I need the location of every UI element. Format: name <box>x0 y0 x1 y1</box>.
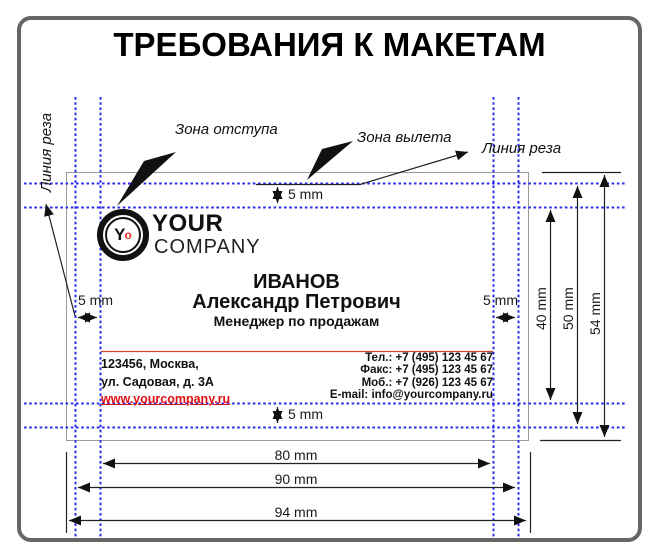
dim-40mm-label: 40 mm <box>533 287 549 330</box>
dim-bottom-5mm-label: 5 mm <box>288 406 323 422</box>
guide-lines <box>24 97 626 538</box>
logo-monogram-y: Y <box>114 225 126 244</box>
contact-mobile: Моб.: +7 (926) 123 45 67 <box>361 376 493 389</box>
page-title: ТРЕБОВАНИЯ К МАКЕТАМ <box>113 26 546 63</box>
contact-phone: Тел.: +7 (495) 123 45 67 <box>365 352 493 364</box>
address-block: 123456, Москва, ул. Садовая, д. 3А www.y… <box>101 356 230 409</box>
dim-right-5mm-label: 5 mm <box>483 292 518 308</box>
logo-name-bottom: COMPANY <box>154 236 261 258</box>
address-line-1: 123456, Москва, <box>101 357 199 371</box>
cut-line-left-label: Линия реза <box>38 112 55 192</box>
contact-fax: Факс: +7 (495) 123 45 67 <box>360 364 493 377</box>
dim-54mm-label: 54 mm <box>587 292 603 335</box>
logo-outer-ring <box>97 209 149 261</box>
dim-50mm-label: 50 mm <box>560 287 576 330</box>
logo-name-top: YOUR <box>152 210 224 237</box>
logo-monogram-o: o <box>124 228 132 242</box>
margin-zone-pointer <box>117 152 176 206</box>
dim-left-5mm-label: 5 mm <box>78 292 113 308</box>
outer-frame <box>17 16 642 542</box>
dim-94mm-label: 94 mm <box>274 504 318 520</box>
bleed-zone-label: Зона вылета <box>357 129 452 146</box>
bleed-zone-pointer <box>307 141 353 180</box>
bleed-rectangle <box>66 172 529 441</box>
dim-80mm-label: 80 mm <box>274 447 318 463</box>
leader-cut-line-left <box>44 203 76 317</box>
person-surname: ИВАНОВ <box>253 271 340 293</box>
contacts-block: Тел.: +7 (495) 123 45 67 Факс: +7 (495) … <box>330 352 493 401</box>
dim-top-5mm-label: 5 mm <box>288 186 323 202</box>
cut-line-right-label: Линия реза <box>482 140 562 157</box>
website-link: www.yourcompany.ru <box>101 392 231 406</box>
contact-email: E-mail: info@yourcompany.ru <box>329 388 493 401</box>
logo-monogram: Y o <box>105 217 141 253</box>
margin-zone-label: Зона отступа <box>175 121 278 138</box>
dim-90mm-label: 90 mm <box>274 471 318 487</box>
leader-cut-line-right <box>256 150 469 186</box>
leader-arrows <box>44 150 469 317</box>
address-line-2: ул. Садовая, д. 3А <box>101 374 214 389</box>
person-job-title: Менеджер по продажам <box>213 313 380 329</box>
dimension-lines <box>65 171 621 533</box>
person-name: Александр Петрович <box>192 291 401 313</box>
